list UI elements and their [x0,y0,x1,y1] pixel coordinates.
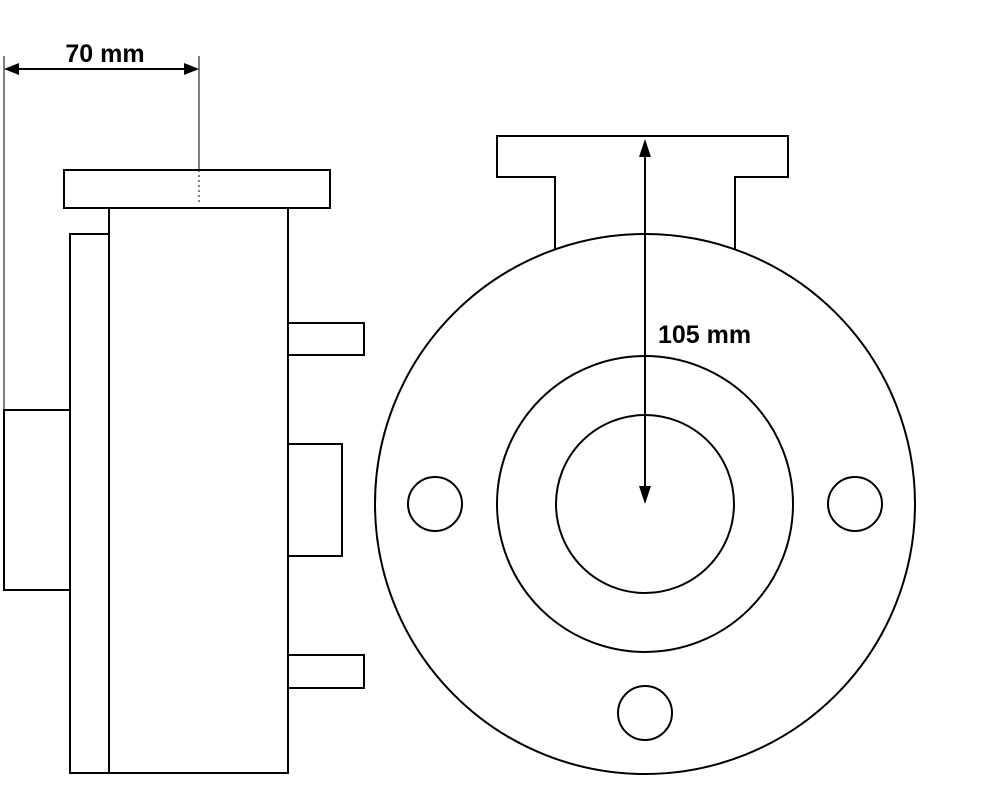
front-view-bolt-hole-left [407,476,463,532]
side-view-top-flange [63,169,331,213]
width-arrowhead-right [184,63,199,75]
side-view-main-body [108,207,289,774]
width-arrowhead-left [4,63,19,75]
front-view-bolt-hole-bottom [617,685,673,741]
height-arrowhead-top [639,139,651,157]
side-view-upper-pin [287,322,365,356]
side-view-mounting-plate [69,233,110,774]
width-dimension: 70 mm [3,40,200,410]
side-view-lower-pin [287,654,365,689]
front-view-bolt-hole-right [827,476,883,532]
side-view [3,169,365,774]
height-arrowhead-bottom [639,486,651,504]
height-dimension: 105 mm [639,139,751,504]
width-dimension-label: 70 mm [65,40,144,68]
height-dimension-label: 105 mm [658,321,751,349]
side-view-middle-block [287,443,343,557]
side-view-left-outlet [3,409,71,591]
